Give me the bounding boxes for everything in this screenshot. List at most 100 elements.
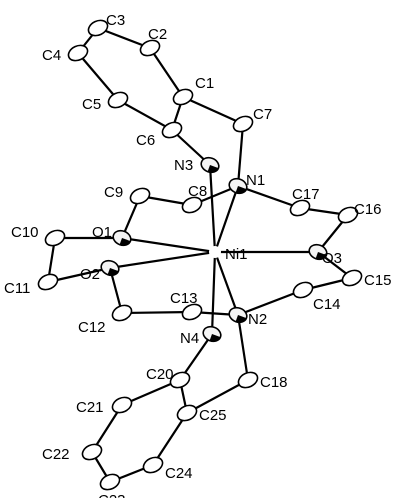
- atom-c5: [107, 91, 129, 109]
- atom-ellipse-c25: [176, 404, 198, 422]
- atom-c24: [142, 456, 164, 474]
- atom-label-c9: C9: [104, 184, 123, 201]
- bond-ni1-n1: [213, 184, 240, 254]
- atom-ellipse-c4: [67, 44, 89, 62]
- atom-ellipse-c18: [237, 371, 259, 389]
- atom-label-c2: C2: [148, 26, 167, 43]
- atom-ellipse-c15: [341, 269, 363, 287]
- atom-label-c18: C18: [260, 374, 288, 391]
- atom-label-c12: C12: [78, 319, 106, 336]
- atom-ellipse-c24: [142, 456, 164, 474]
- atom-ellipse-c13: [181, 303, 203, 321]
- atom-ellipse-c7: [232, 115, 254, 133]
- bond-c4-c5: [76, 51, 120, 102]
- atom-c3: [87, 19, 109, 37]
- atom-label-c6: C6: [136, 132, 155, 149]
- bond-ni1-n3: [208, 163, 217, 254]
- atom-c4: [67, 44, 89, 62]
- atom-c14: [292, 281, 314, 299]
- atom-octant-n2: [235, 315, 247, 323]
- atom-ellipse-c2: [139, 39, 161, 57]
- atom-label-c23: C23: [98, 492, 126, 498]
- bond-c12-c13: [120, 310, 194, 315]
- atom-c15: [341, 269, 363, 287]
- bond-ni1-n2: [213, 250, 240, 317]
- atom-label-c10: C10: [11, 224, 39, 241]
- atom-octant-n4: [209, 334, 221, 342]
- bond-ni1-o1: [120, 236, 217, 254]
- atom-ellipse-c20: [169, 371, 191, 389]
- atom-label-n4: N4: [180, 330, 199, 347]
- atom-c10: [44, 229, 66, 247]
- bond-ni1-o2: [108, 250, 217, 270]
- atom-ellipse-c8: [181, 196, 203, 214]
- atom-label-c25: C25: [199, 407, 227, 424]
- bond-ni1-n4: [210, 250, 217, 336]
- atom-label-n2: N2: [248, 311, 267, 328]
- atom-label-c3: C3: [106, 12, 125, 29]
- atom-n4: [202, 325, 222, 343]
- bond-c1-c7: [181, 95, 245, 126]
- atom-o3: [308, 243, 328, 261]
- atom-octant-o2: [107, 268, 119, 276]
- atom-label-c7: C7: [253, 106, 272, 123]
- atom-n2: [228, 306, 248, 324]
- atom-octant-n1: [235, 186, 247, 194]
- atom-ellipse-c14: [292, 281, 314, 299]
- atom-c9: [129, 187, 151, 205]
- atom-c1: [172, 88, 194, 106]
- atom-label-c5: C5: [82, 96, 101, 113]
- atom-o1: [112, 229, 132, 247]
- bond-c14-n2: [236, 288, 305, 317]
- atom-label-c17: C17: [292, 186, 320, 203]
- atom-label-c8: C8: [188, 183, 207, 200]
- atom-c25: [176, 404, 198, 422]
- atom-label-n3: N3: [174, 157, 193, 174]
- atom-label-o3: O3: [322, 250, 342, 267]
- atom-ellipse-c9: [129, 187, 151, 205]
- atom-label-c13: C13: [170, 290, 198, 307]
- atom-c23: [99, 473, 121, 491]
- bond-n1-c17: [236, 184, 302, 210]
- atom-n1: [228, 177, 248, 195]
- atom-label-c1: C1: [195, 75, 214, 92]
- bond-c2-c1: [148, 46, 185, 99]
- atom-ellipse-c10: [44, 229, 66, 247]
- atom-ellipse-c6: [161, 121, 183, 139]
- atom-label-c20: C20: [146, 366, 174, 383]
- bond-c3-c2: [96, 26, 152, 50]
- atom-c16: [337, 206, 359, 224]
- atom-label-c14: C14: [313, 296, 341, 313]
- atom-ellipse-c23: [99, 473, 121, 491]
- atom-label-c22: C22: [42, 446, 70, 463]
- atom-ellipse-c5: [107, 91, 129, 109]
- atom-o2: [100, 259, 120, 277]
- atom-label-c24: C24: [165, 465, 193, 482]
- atom-label-n1: N1: [246, 172, 265, 189]
- atom-label-o1: O1: [92, 224, 112, 241]
- atom-c2: [139, 39, 161, 57]
- atom-ellipse-c16: [337, 206, 359, 224]
- atom-label-c16: C16: [354, 201, 382, 218]
- atom-octant-o1: [119, 238, 131, 246]
- atom-c13: [181, 303, 203, 321]
- atom-label-o2: O2: [80, 266, 100, 283]
- atom-c7: [232, 115, 254, 133]
- atom-label-c11: C11: [4, 280, 30, 297]
- atom-label-c15: C15: [364, 272, 392, 289]
- atom-c22: [81, 443, 103, 461]
- atom-ni1: [209, 246, 221, 258]
- bond-n2-c18: [236, 313, 250, 382]
- atom-label-c4: C4: [42, 47, 61, 64]
- atom-label-ni1: Ni1: [225, 246, 248, 263]
- bond-c18-c25: [185, 378, 250, 415]
- atom-n3: [200, 156, 220, 174]
- atom-c11: [37, 273, 59, 291]
- atom-ellipse-c1: [172, 88, 194, 106]
- atom-ellipse-c22: [81, 443, 103, 461]
- atom-c6: [161, 121, 183, 139]
- atom-c20: [169, 371, 191, 389]
- atom-ellipse-c17: [289, 199, 311, 217]
